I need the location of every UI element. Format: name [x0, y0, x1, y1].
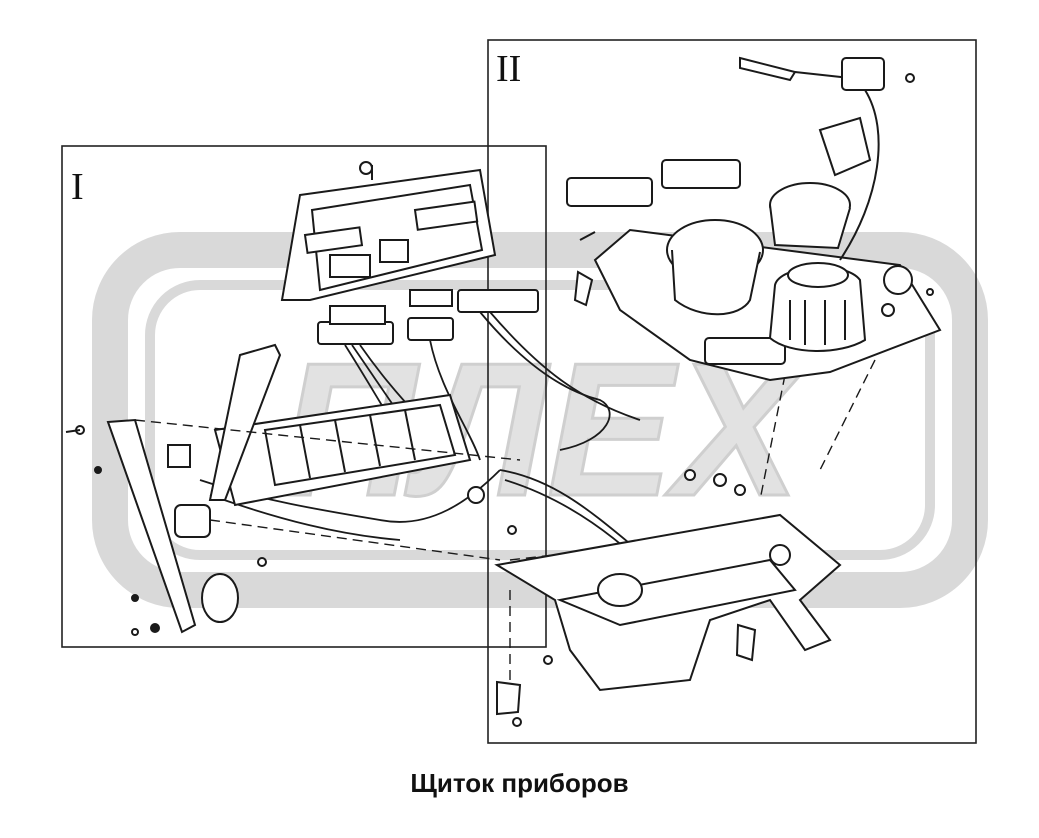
- stalk-switch: [739, 56, 915, 261]
- mounting-strip: [65, 418, 197, 636]
- lower-bracket: [494, 513, 842, 692]
- region-frame-right: [487, 39, 977, 744]
- cluster-connectors: [566, 159, 741, 241]
- figure-caption: Щиток приборов: [410, 768, 629, 798]
- vertical-bracket: [208, 343, 282, 501]
- fuse-relay-block: [280, 161, 497, 301]
- region-frame-left: [61, 145, 547, 648]
- region-label-right: II: [496, 48, 522, 90]
- wire-connectors: [317, 289, 539, 345]
- gear-boot: [768, 262, 867, 352]
- relay-unit: [167, 444, 267, 623]
- region-label-left: I: [71, 166, 84, 208]
- fasteners: [467, 270, 934, 727]
